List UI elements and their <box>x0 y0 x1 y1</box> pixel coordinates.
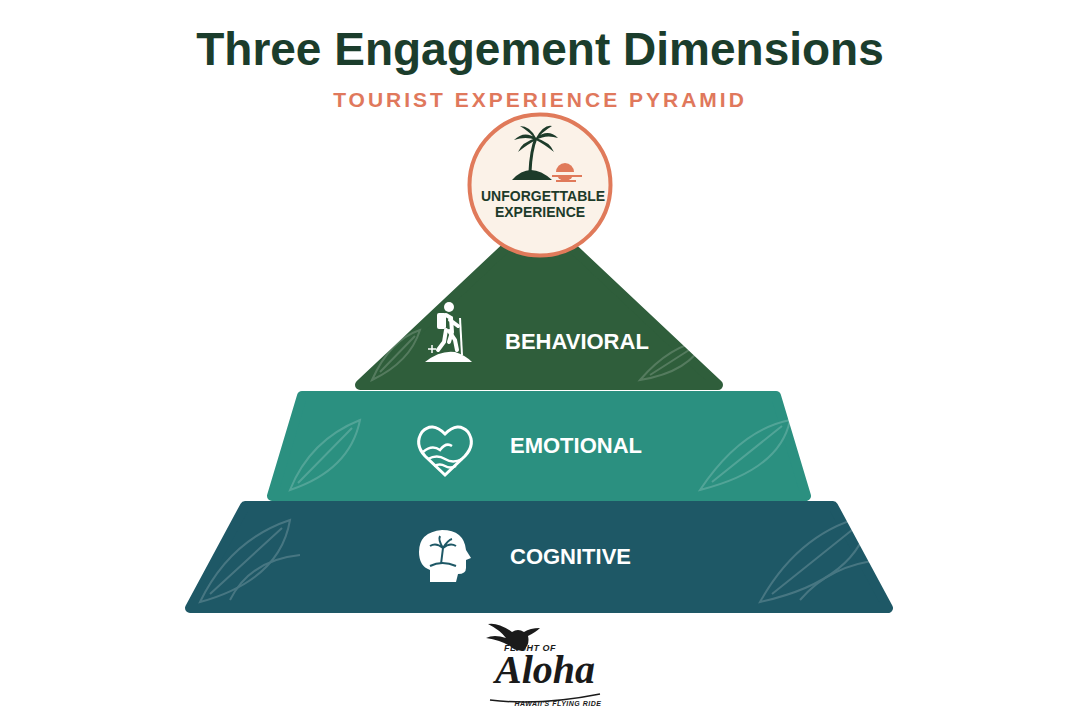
node-label: UNFORGETTABLE EXPERIENCE <box>481 188 599 220</box>
hiker-icon <box>425 302 472 362</box>
behavioral-band: BEHAVIORAL <box>360 240 718 385</box>
node-label: COGNITIVE <box>510 544 631 569</box>
logo-wordmark: Aloha <box>495 650 595 690</box>
experience-circle: UNFORGETTABLE EXPERIENCE <box>467 112 613 258</box>
behavioral-band-shape <box>360 240 718 385</box>
band-outline <box>272 396 806 496</box>
head-palm-icon <box>419 530 471 582</box>
logo-tagline: HAWAII'S FLYING RIDE <box>515 700 602 707</box>
heart-wave-icon <box>419 427 472 475</box>
node-label: EMOTIONAL <box>510 433 642 458</box>
diagram-title: Three Engagement Dimensions <box>196 22 884 76</box>
band-outline <box>190 506 888 608</box>
circle-outline <box>470 115 611 256</box>
island-icon <box>512 126 584 181</box>
band-outline <box>360 240 718 385</box>
leaf-texture <box>200 330 880 602</box>
logo-swash <box>490 694 600 702</box>
node-label: BEHAVIORAL <box>505 329 649 354</box>
experience-circle-shape <box>467 112 613 258</box>
logo-bird <box>486 624 540 651</box>
subtitle: TOURIST EXPERIENCE PYRAMID <box>333 89 747 110</box>
cognitive-band: COGNITIVE <box>190 506 888 608</box>
